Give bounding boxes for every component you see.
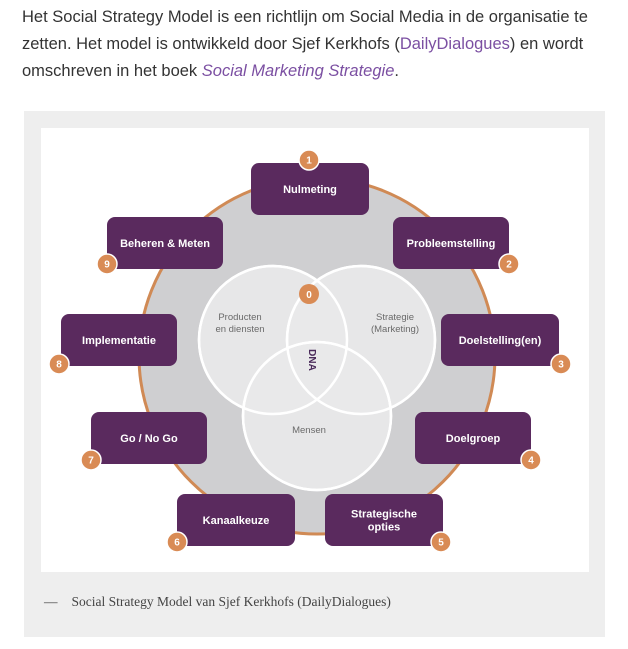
venn-label-3: Mensen [292, 425, 326, 436]
step-number-5: 5 [438, 538, 444, 549]
step-badge-4 [520, 449, 542, 471]
step-number-8: 8 [56, 360, 62, 371]
center-badge [299, 284, 319, 304]
step-number-1: 1 [306, 156, 312, 167]
step-number-2: 2 [506, 260, 512, 271]
step-box-8 [61, 314, 177, 366]
step-box-6 [177, 494, 295, 546]
step-label-3: Doelstelling(en) [459, 335, 542, 347]
step-badge-5 [430, 531, 452, 553]
step-box-3 [441, 314, 559, 366]
step-label-4: Doelgroep [446, 433, 501, 445]
step-badge-3 [550, 353, 572, 375]
venn-label-2: Strategie(Marketing) [371, 312, 419, 335]
step-label-9: Beheren & Meten [120, 238, 210, 250]
book-title-link[interactable]: Social Marketing Strategie [201, 62, 395, 80]
dailydialogues-link[interactable]: DailyDialogues [399, 35, 510, 53]
step-label-8: Implementatie [82, 335, 156, 347]
step-number-6: 6 [174, 538, 180, 549]
step-box-2 [393, 217, 509, 269]
step-box-9 [107, 217, 223, 269]
step-box-4 [415, 412, 531, 464]
step-badge-2 [498, 253, 520, 275]
step-badge-1 [298, 149, 320, 171]
intro-paragraph: Het Social Strategy Model is een richtli… [22, 4, 612, 85]
step-badge-9 [96, 253, 118, 275]
step-badge-6 [166, 531, 188, 553]
step-badge-8 [48, 353, 70, 375]
step-label-2: Probleemstelling [407, 238, 496, 250]
step-number-4: 4 [528, 456, 534, 467]
step-box-1 [251, 163, 369, 215]
dna-label: DNA [306, 349, 317, 371]
step-label-1: Nulmeting [283, 184, 337, 196]
step-box-5 [325, 494, 443, 546]
step-label-6: Kanaalkeuze [203, 515, 270, 527]
step-label-7: Go / No Go [120, 433, 178, 445]
step-number-9: 9 [104, 260, 110, 271]
step-number-3: 3 [558, 360, 564, 371]
caption-dash: — [44, 594, 58, 609]
figure-caption: — Social Strategy Model van Sjef Kerkhofs… [44, 594, 584, 610]
step-box-7 [91, 412, 207, 464]
intro-text-3: . [394, 62, 399, 80]
step-number-7: 7 [88, 456, 94, 467]
step-badge-7 [80, 449, 102, 471]
intro-text-2: ) en wordt omschreven in het boek [22, 35, 584, 80]
center-number: 0 [306, 290, 312, 301]
intro-text-1: Het Social Strategy Model is een richtli… [22, 8, 588, 53]
caption-text: Social Strategy Model van Sjef Kerkhofs … [71, 594, 391, 609]
